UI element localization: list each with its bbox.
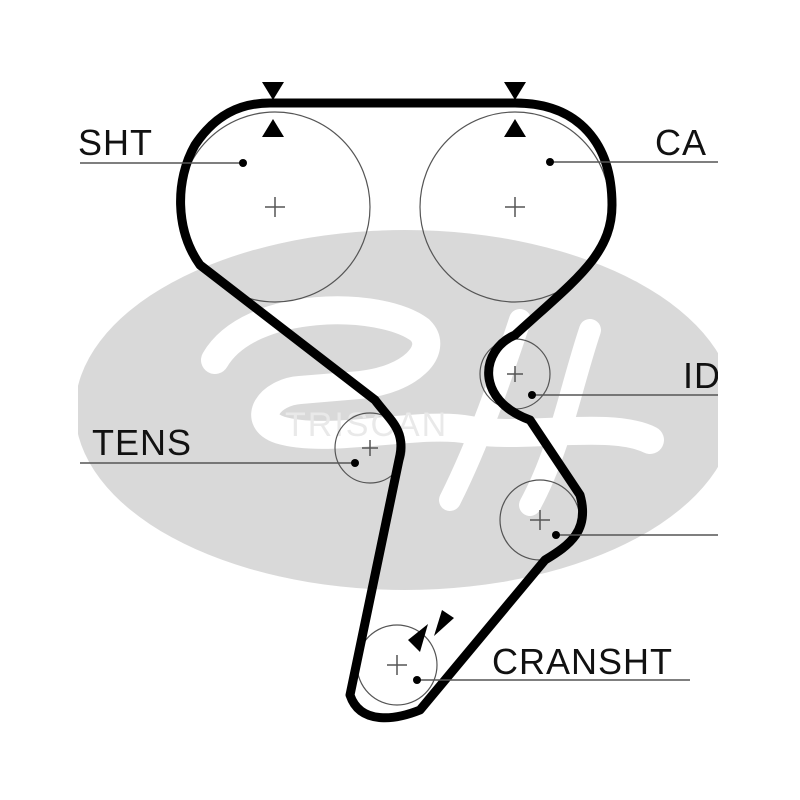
- left-crop-edge: [0, 0, 78, 800]
- camshaft-left-center-mark: [265, 197, 285, 217]
- tensioner-label: TENS: [92, 422, 192, 463]
- idler-upper-center-mark: [507, 366, 523, 382]
- idler-lower-center-mark: [530, 510, 550, 530]
- gates-logo-watermark: [75, 230, 735, 590]
- idler-lower-dot: [552, 531, 560, 539]
- tensioner-center-mark: [362, 440, 378, 456]
- timing-mark-right: [504, 82, 526, 137]
- idler-upper-dot: [528, 391, 536, 399]
- idler-upper-label: ID: [683, 355, 721, 396]
- timing-belt: [176, 98, 617, 723]
- tensioner-dot: [351, 459, 359, 467]
- crankshaft-dot: [413, 676, 421, 684]
- timing-mark-left: [262, 82, 284, 137]
- triscan-watermark-text: TRISCAN: [285, 406, 448, 444]
- camshaft-left-dot: [239, 159, 247, 167]
- camshaft-left-label: SHT: [78, 122, 153, 163]
- camshaft-right-dot: [546, 158, 554, 166]
- camshaft-right-center-mark: [505, 197, 525, 217]
- crankshaft-center-mark: [387, 655, 407, 675]
- crankshaft-label: CRANSHT: [492, 641, 673, 682]
- camshaft-right-label: CA: [655, 122, 707, 163]
- right-crop-edge: [718, 0, 800, 800]
- timing-mark-crankshaft: [408, 610, 454, 652]
